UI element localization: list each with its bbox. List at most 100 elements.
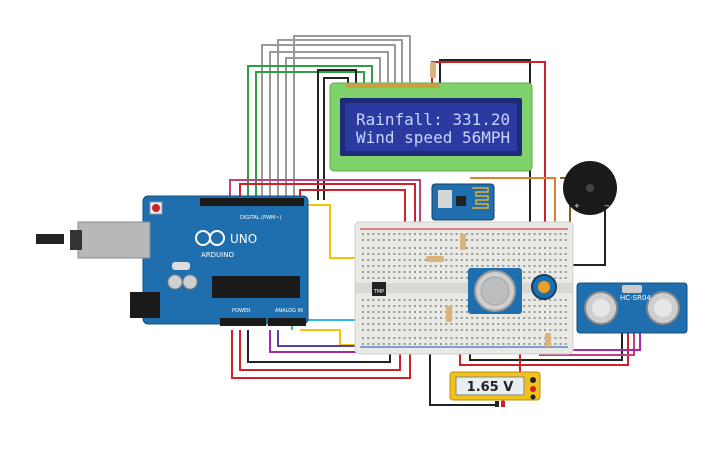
breadboard-hole [434, 311, 437, 313]
breadboard-hole [471, 247, 474, 249]
breadboard-hole [398, 277, 401, 279]
breadboard-hole [476, 247, 479, 249]
breadboard-hole [398, 259, 401, 261]
breadboard-hole [481, 343, 484, 345]
breadboard-hole [450, 329, 453, 331]
breadboard-hole [434, 305, 437, 307]
breadboard-hole [445, 233, 448, 235]
breadboard-hole [424, 253, 427, 255]
breadboard-hole [523, 329, 526, 331]
breadboard-hole [408, 323, 411, 325]
breadboard-hole [460, 233, 463, 235]
breadboard-hole [460, 253, 463, 255]
breadboard-hole [518, 337, 520, 339]
breadboard-hole [362, 323, 364, 325]
breadboard-hole [538, 317, 541, 319]
breadboard-hole [403, 299, 406, 301]
breadboard-hole [398, 343, 401, 345]
breadboard-hole [455, 337, 458, 339]
breadboard-hole [528, 323, 531, 325]
breadboard-hole [393, 253, 396, 255]
breadboard-hole [388, 253, 390, 255]
breadboard-hole [440, 329, 442, 331]
breadboard-hole [377, 317, 380, 319]
breadboard-hole [559, 277, 562, 279]
breadboard-hole [512, 233, 515, 235]
breadboard-hole [362, 277, 364, 279]
breadboard-hole [507, 259, 510, 261]
breadboard-hole [362, 247, 364, 249]
breadboard-hole [486, 317, 489, 319]
breadboard-hole [554, 259, 557, 261]
breadboard-hole [372, 271, 375, 273]
breadboard-hole [403, 247, 406, 249]
breadboard-hole [460, 337, 463, 339]
breadboard-hole [466, 329, 468, 331]
breadboard-hole [497, 259, 500, 261]
breadboard-hole [419, 299, 422, 301]
breadboard-hole [440, 277, 442, 279]
breadboard-hole [429, 311, 432, 313]
breadboard-hole [528, 329, 531, 331]
breadboard-hole [502, 323, 505, 325]
breadboard-hole [367, 259, 370, 261]
breadboard-hole [497, 343, 500, 345]
breadboard-hole [533, 305, 536, 307]
breadboard-hole [518, 329, 520, 331]
breadboard-hole [408, 317, 411, 319]
breadboard-hole [523, 343, 526, 345]
breadboard-hole [528, 253, 531, 255]
breadboard-hole [362, 311, 364, 313]
breadboard-hole [388, 329, 390, 331]
breadboard-hole [554, 299, 557, 301]
power-label: POWER [232, 308, 251, 314]
breadboard-hole [398, 233, 401, 235]
breadboard-hole [559, 317, 562, 319]
breadboard-hole [528, 233, 531, 235]
breadboard-hole [455, 323, 458, 325]
breadboard-hole [455, 317, 458, 319]
breadboard-hole [466, 317, 468, 319]
breadboard-hole [445, 277, 448, 279]
breadboard-hole [523, 253, 526, 255]
breadboard-hole [450, 247, 453, 249]
breadboard-hole [533, 317, 536, 319]
breadboard-hole [544, 253, 546, 255]
breadboard-hole [362, 233, 364, 235]
breadboard-hole [559, 271, 562, 273]
breadboard-hole [440, 239, 442, 241]
breadboard-hole [486, 259, 489, 261]
breadboard-hole [398, 323, 401, 325]
breadboard-hole [455, 343, 458, 345]
breadboard-hole [544, 317, 546, 319]
breadboard-hole [372, 265, 375, 267]
breadboard-hole [481, 233, 484, 235]
breadboard-hole [502, 265, 505, 267]
breadboard-hole [486, 247, 489, 249]
breadboard-hole [518, 323, 520, 325]
breadboard-hole [414, 317, 416, 319]
breadboard-hole [419, 247, 422, 249]
breadboard-hole [429, 337, 432, 339]
breadboard-hole [429, 233, 432, 235]
breadboard-hole [367, 247, 370, 249]
breadboard-hole [382, 247, 385, 249]
breadboard-hole [367, 343, 370, 345]
breadboard-hole [429, 277, 432, 279]
breadboard-hole [554, 337, 557, 339]
breadboard-hole [440, 337, 442, 339]
breadboard-hole [528, 305, 531, 307]
breadboard-hole [367, 253, 370, 255]
breadboard-hole [471, 343, 474, 345]
breadboard-hole [528, 239, 531, 241]
breadboard-hole [382, 323, 385, 325]
breadboard-hole [512, 247, 515, 249]
breadboard-hole [434, 317, 437, 319]
breadboard-hole [518, 265, 520, 267]
breadboard-hole [388, 305, 390, 307]
breadboard-hole [408, 271, 411, 273]
breadboard-hole [486, 337, 489, 339]
breadboard-hole [549, 323, 552, 325]
breadboard-hole [414, 239, 416, 241]
lcd-line-2: Wind speed 56MPH [356, 128, 510, 147]
